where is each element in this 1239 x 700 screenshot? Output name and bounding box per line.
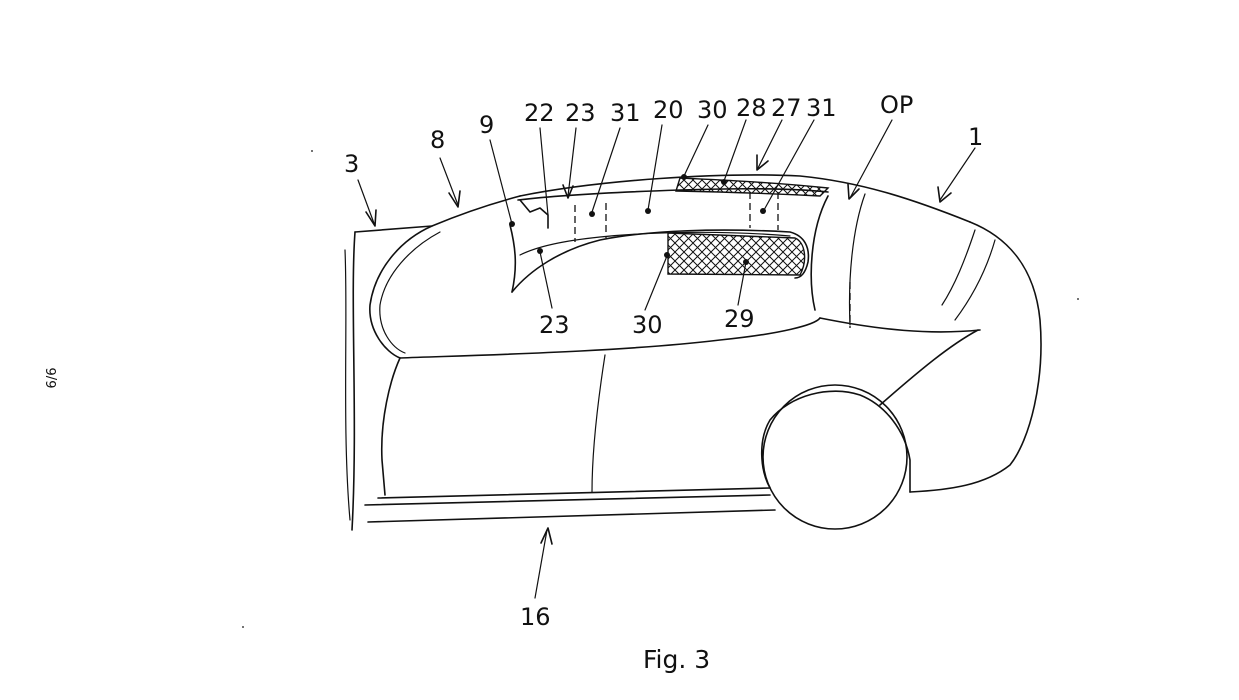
hatched-region-29 <box>667 232 806 276</box>
label-20: 20 <box>653 96 684 124</box>
label-30-top: 30 <box>697 96 728 124</box>
vehicle-body <box>344 174 1042 531</box>
label-31-left: 31 <box>610 99 641 127</box>
page-number: 6/6 <box>45 368 60 389</box>
label-31-right: 31 <box>806 94 837 122</box>
label-23-top: 23 <box>565 99 596 127</box>
leader-lines <box>357 119 976 599</box>
reference-labels: 3 8 9 22 23 31 20 30 28 27 31 OP 1 23 30… <box>344 91 983 631</box>
label-29: 29 <box>724 305 755 333</box>
label-1: 1 <box>968 123 983 151</box>
hatched-region-28 <box>675 177 830 197</box>
label-3: 3 <box>344 150 359 178</box>
label-27: 27 <box>771 94 802 122</box>
label-OP: OP <box>880 91 913 119</box>
label-30-bottom: 30 <box>632 311 663 339</box>
label-23-bottom: 23 <box>539 311 570 339</box>
label-8: 8 <box>430 126 445 154</box>
label-28: 28 <box>736 94 767 122</box>
label-16: 16 <box>520 603 551 631</box>
figure-caption: Fig. 3 <box>643 645 710 674</box>
label-22: 22 <box>524 99 555 127</box>
label-9: 9 <box>479 111 494 139</box>
